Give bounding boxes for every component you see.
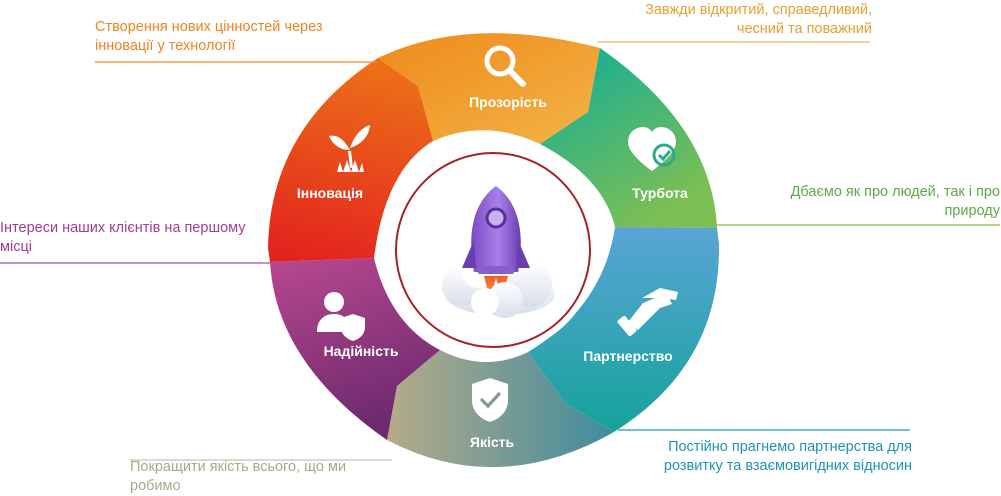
desc-partnership: Постійно прагнемо партнерства для розвит… xyxy=(663,439,912,474)
handshake-icon xyxy=(617,288,678,337)
center-badge xyxy=(389,146,597,354)
rocket-icon xyxy=(442,186,555,318)
desc-quality: Покращити якість всього, що ми робимо xyxy=(130,459,347,494)
desc-reliability: Інтереси наших клієнтів на першому місці xyxy=(0,220,246,255)
users-shield-icon xyxy=(317,292,365,341)
label-reliability: Надійність xyxy=(324,343,399,359)
leader-lines xyxy=(0,41,1000,461)
magnifier-icon xyxy=(484,45,526,87)
label-partnership: Партнерство xyxy=(583,348,672,364)
label-care: Турбота xyxy=(632,185,688,201)
label-innovation: Інновація xyxy=(297,185,363,201)
segment-reliability[interactable] xyxy=(270,258,440,440)
label-transparency: Прозорість xyxy=(469,94,547,110)
segment-transparency[interactable] xyxy=(378,33,600,144)
shield-check-icon xyxy=(472,378,508,422)
sprout-icon xyxy=(329,125,370,172)
label-quality: Якість xyxy=(470,434,515,450)
desc-care: Дбаємо як про людей, так і про природу xyxy=(790,184,1000,219)
desc-transparency: Завжди відкритий, справедливий, чесний т… xyxy=(645,2,872,37)
desc-innovation: Створення нових цінностей через інноваці… xyxy=(95,19,323,54)
heart-icon xyxy=(628,127,676,171)
